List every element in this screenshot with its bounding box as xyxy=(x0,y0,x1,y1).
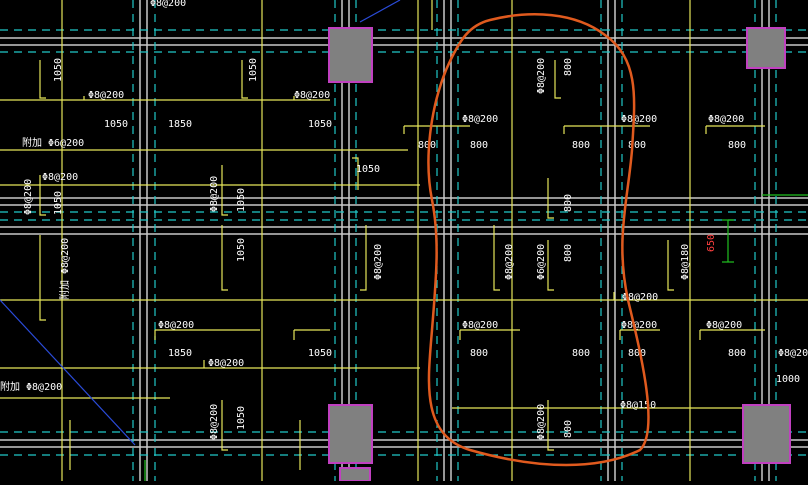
rebar-label: Φ8@150 xyxy=(620,400,656,411)
rebar-label: Φ8@200 xyxy=(294,90,330,101)
rebar-label: Φ8@200 xyxy=(621,320,657,331)
dim-label: 1050 xyxy=(53,191,64,215)
dim-label: 800 xyxy=(470,348,488,359)
dim-label: 1050 xyxy=(236,238,247,262)
leader-lines xyxy=(0,0,401,446)
rebar-label: Φ8@200 xyxy=(621,114,657,125)
dim-label: 1850 xyxy=(168,348,192,359)
rebar-label: Φ8@200 xyxy=(158,320,194,331)
rebar-label: Φ8@200 xyxy=(209,176,220,212)
rebar-label: Φ8@200 xyxy=(150,0,186,9)
revision-cloud-markup[interactable] xyxy=(427,13,650,467)
column-top-left[interactable] xyxy=(328,27,373,83)
rebar-label: Φ8@200 xyxy=(504,244,515,280)
column-bottom-right[interactable] xyxy=(742,404,791,464)
dim-label: 1050 xyxy=(308,348,332,359)
dim-label: 800 xyxy=(563,244,574,262)
rebar-label: Φ8@200 xyxy=(462,114,498,125)
rebar-label: Φ8@200 xyxy=(536,404,547,440)
dim-label: 800 xyxy=(572,140,590,151)
column-top-right[interactable] xyxy=(746,27,786,69)
rebar-label: 附加 Φ6@200 xyxy=(22,136,84,149)
dim-label: 800 xyxy=(563,58,574,76)
columns xyxy=(328,27,791,482)
dimension-markers xyxy=(144,194,808,481)
dim-label: 800 xyxy=(628,140,646,151)
dim-label: 1050 xyxy=(53,58,64,82)
rebar-label: Φ8@200 xyxy=(706,320,742,331)
dim-label: 1050 xyxy=(236,188,247,212)
column-bottom-left-lower[interactable] xyxy=(339,467,371,482)
rebar-label: 附加 Φ8@200 xyxy=(0,380,62,393)
rebar-label: Φ6@200 xyxy=(536,244,547,280)
rebar-label: Φ8@180 xyxy=(680,244,691,280)
rebar-label: Φ8@200 xyxy=(88,90,124,101)
dim-label: 1050 xyxy=(248,58,259,82)
rebar-label: Φ8@200 xyxy=(209,404,220,440)
rebar-label: Φ8@200 xyxy=(23,179,34,215)
dim-label: 800 xyxy=(418,140,436,151)
dim-label: 1000 xyxy=(776,374,800,385)
column-bottom-left[interactable] xyxy=(328,404,373,464)
dim-label: 1050 xyxy=(308,119,332,130)
rebar-label: Φ8@200 xyxy=(708,114,744,125)
rebar-label: Φ8@200 xyxy=(373,244,384,280)
rebar-label: Φ8@200 xyxy=(622,292,658,303)
dim-label: 800 xyxy=(563,194,574,212)
annotation-labels: 1050 1050 Φ8@200 Φ8@200 1050 1850 1050 Φ… xyxy=(0,0,808,440)
dim-label: 1050 xyxy=(236,406,247,430)
dim-label: 800 xyxy=(563,420,574,438)
dim-label: 1850 xyxy=(168,119,192,130)
dim-label: 800 xyxy=(728,348,746,359)
rebar-label: Φ8@200 xyxy=(42,172,78,183)
rebar-label: Φ8@200 xyxy=(208,358,244,369)
dim-label-red: 650 xyxy=(706,234,717,252)
dim-label: 1050 xyxy=(104,119,128,130)
dim-label: 1050 xyxy=(356,164,380,175)
rebar-label: 附加 Φ8@200 xyxy=(58,238,71,300)
rebar-label: Φ8@200 xyxy=(778,348,808,359)
rebar-label: Φ8@200 xyxy=(536,58,547,94)
rebar-label: Φ8@200 xyxy=(462,320,498,331)
dim-label: 800 xyxy=(572,348,590,359)
dim-label: 800 xyxy=(470,140,488,151)
dim-label: 800 xyxy=(628,348,646,359)
dim-label: 800 xyxy=(728,140,746,151)
